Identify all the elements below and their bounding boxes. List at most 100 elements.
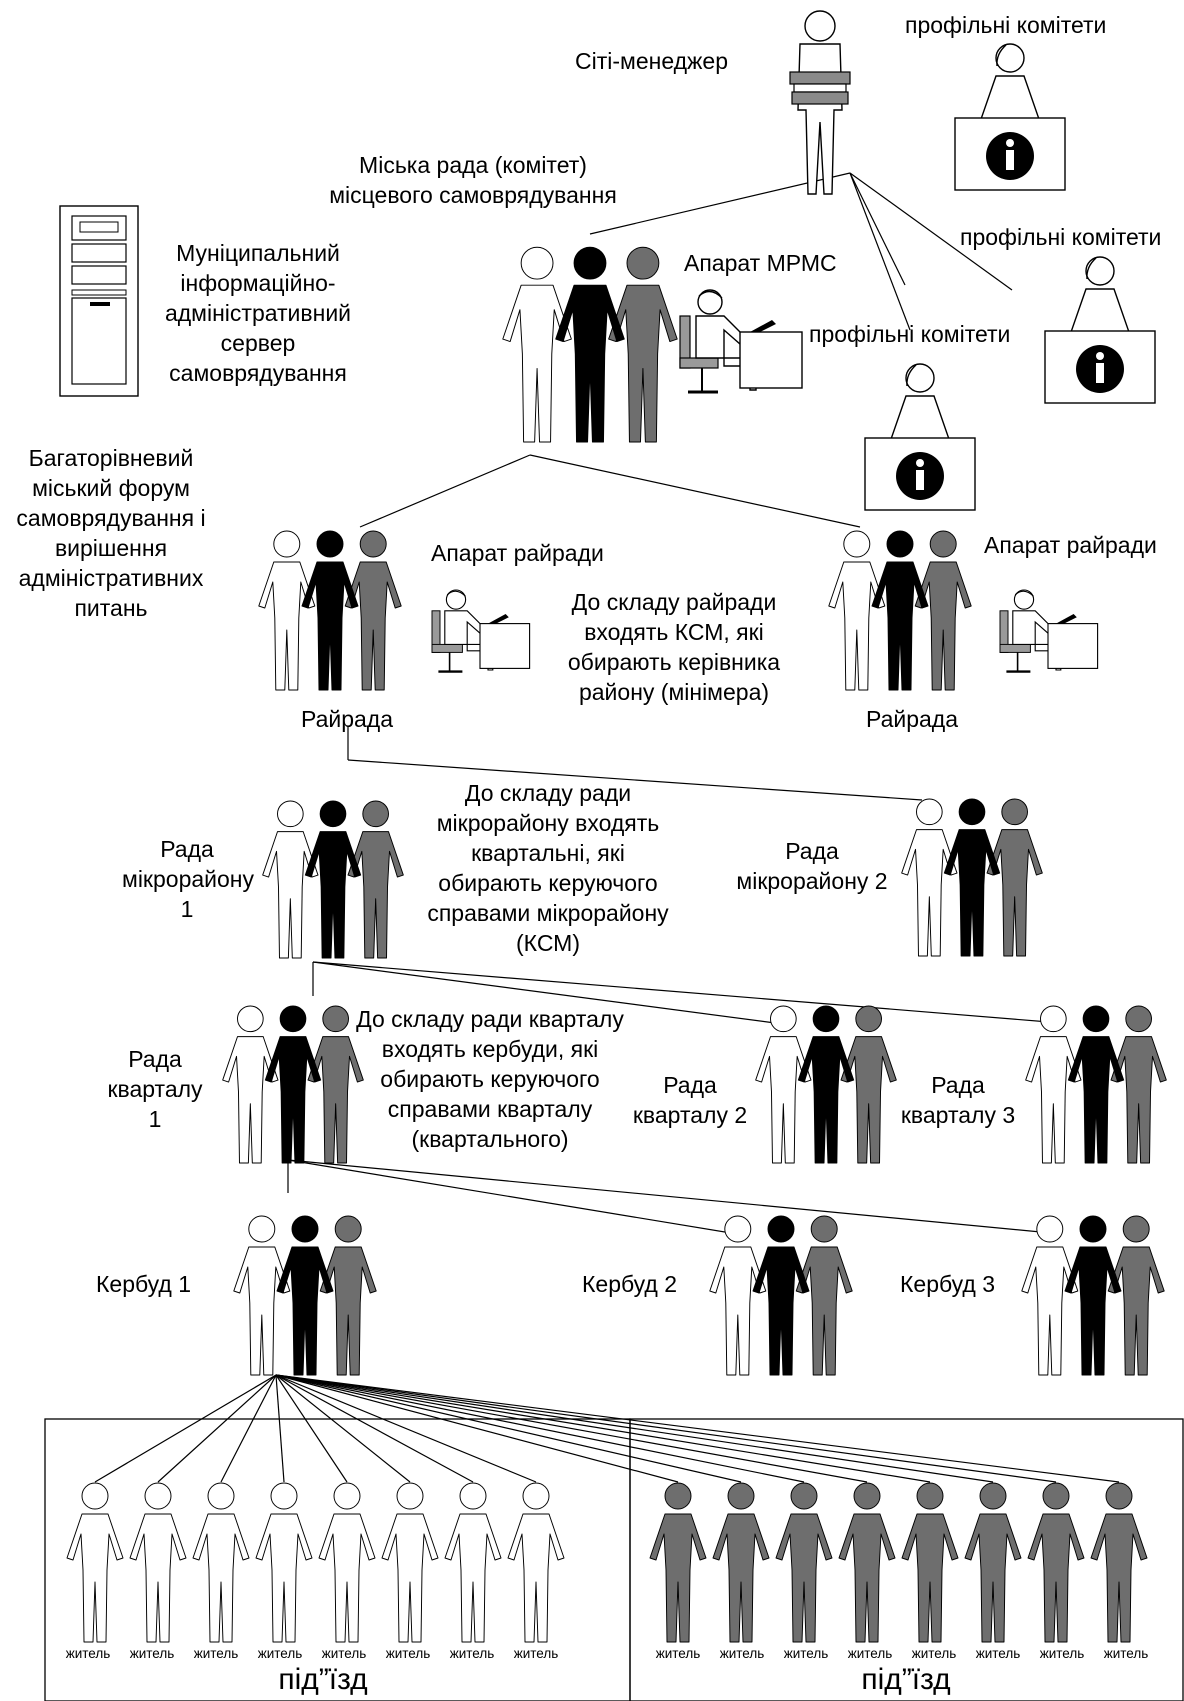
body-shape	[1110, 1036, 1167, 1164]
head-shape	[804, 10, 836, 42]
head-shape	[958, 798, 986, 826]
body-shape	[840, 1036, 897, 1164]
resident-figure	[66, 1482, 124, 1643]
connector-line	[157, 1374, 277, 1483]
body-shape	[1064, 1246, 1122, 1376]
microdistrict-1-figures	[262, 800, 404, 959]
head-shape	[81, 1482, 109, 1510]
person-white	[262, 800, 319, 959]
body-shape	[795, 1246, 853, 1376]
body-shape	[1025, 1036, 1082, 1164]
person-black	[943, 798, 1001, 957]
resident-label: житель	[257, 1646, 303, 1661]
building-1-figures	[233, 1215, 377, 1376]
connector-line	[347, 759, 923, 801]
body-shape	[1021, 1246, 1079, 1376]
connector-line	[275, 1374, 537, 1483]
district-apparatus-clerk-1	[431, 589, 531, 673]
body-shape	[901, 829, 958, 957]
head-shape	[812, 1005, 840, 1033]
body-shape	[712, 1513, 770, 1643]
quarter-composition-label: До складу ради кварталу входять кербуди,…	[356, 1006, 624, 1152]
resident-label: житель	[719, 1646, 765, 1661]
city-manager-label: Сіті-менеджер	[575, 48, 729, 74]
person-gray	[344, 530, 402, 691]
resident-label: житель	[385, 1646, 431, 1661]
microdistrict-2-label: Рада мікрорайону 2	[736, 838, 888, 894]
resident-figure	[964, 1482, 1022, 1643]
info-icon-dot	[1096, 352, 1104, 360]
resident-label: житель	[911, 1646, 957, 1661]
head-shape	[979, 1482, 1007, 1510]
body-shape	[66, 1513, 124, 1643]
person-gray	[914, 530, 972, 691]
headset-shape	[1086, 257, 1097, 280]
body-shape	[555, 284, 625, 443]
resident-figure	[444, 1482, 502, 1643]
chair-seat	[679, 357, 719, 369]
chair-seat	[999, 643, 1031, 653]
district-council-figures-2	[828, 530, 972, 691]
head-shape	[520, 246, 554, 280]
head-shape	[1042, 1482, 1070, 1510]
body-shape	[307, 1036, 364, 1164]
resident-label: житель	[975, 1646, 1021, 1661]
body-shape	[233, 1246, 291, 1376]
connector-line	[275, 1374, 994, 1483]
person-gray	[1107, 1215, 1165, 1376]
drive-slot	[79, 221, 119, 233]
quarter-1-figures	[222, 1005, 364, 1164]
connector-line	[94, 1374, 277, 1483]
district-council-label-1: Райрада	[301, 706, 394, 732]
body-shape	[755, 1036, 812, 1164]
connector-line	[287, 1159, 744, 1236]
body-shape	[649, 1513, 707, 1643]
resident-figure	[129, 1482, 187, 1643]
connector-line	[275, 1374, 742, 1483]
head-shape	[1040, 1005, 1067, 1033]
person-gray	[840, 1005, 897, 1164]
resident-figure	[1090, 1482, 1148, 1643]
building-1-label: Кербуд 1	[96, 1271, 191, 1297]
entrance-label-2: під”їзд	[861, 1663, 951, 1696]
head-shape	[1001, 798, 1028, 826]
head-shape	[277, 800, 304, 828]
body-shape	[914, 561, 972, 691]
person-gray	[1110, 1005, 1167, 1164]
committee-figure-3	[864, 363, 976, 511]
connector-line	[275, 1374, 285, 1483]
body-shape	[1027, 1513, 1085, 1643]
person-black	[276, 1215, 334, 1376]
resident-label: житель	[65, 1646, 111, 1661]
desk-shape	[739, 331, 803, 389]
person-black	[1064, 1215, 1122, 1376]
body-shape	[709, 1246, 767, 1376]
connector-line	[275, 1374, 474, 1483]
city-council-figures	[502, 246, 678, 443]
resident-figure	[255, 1482, 313, 1643]
hair-shape	[446, 590, 466, 597]
vent	[71, 289, 127, 296]
body-shape	[889, 395, 951, 443]
head-shape	[291, 1215, 319, 1243]
connector-line	[275, 1374, 868, 1483]
connector-line	[275, 1374, 679, 1483]
head-shape	[445, 589, 467, 610]
body-shape	[871, 561, 929, 691]
building-3-label: Кербуд 3	[900, 1271, 995, 1297]
head-shape	[1036, 1215, 1064, 1243]
head-shape	[995, 43, 1025, 73]
body-shape	[319, 1246, 377, 1376]
head-shape	[396, 1482, 424, 1510]
person-white	[1025, 1005, 1082, 1164]
connector-line	[529, 454, 861, 528]
head-shape	[724, 1215, 752, 1243]
head-shape	[905, 363, 935, 393]
person-black	[1067, 1005, 1125, 1164]
mrms-apparatus-clerk	[679, 289, 803, 394]
hair-shape	[1014, 590, 1034, 597]
head-shape	[1013, 589, 1035, 610]
district-council-label-2: Райрада	[866, 706, 959, 732]
head-shape	[790, 1482, 818, 1510]
